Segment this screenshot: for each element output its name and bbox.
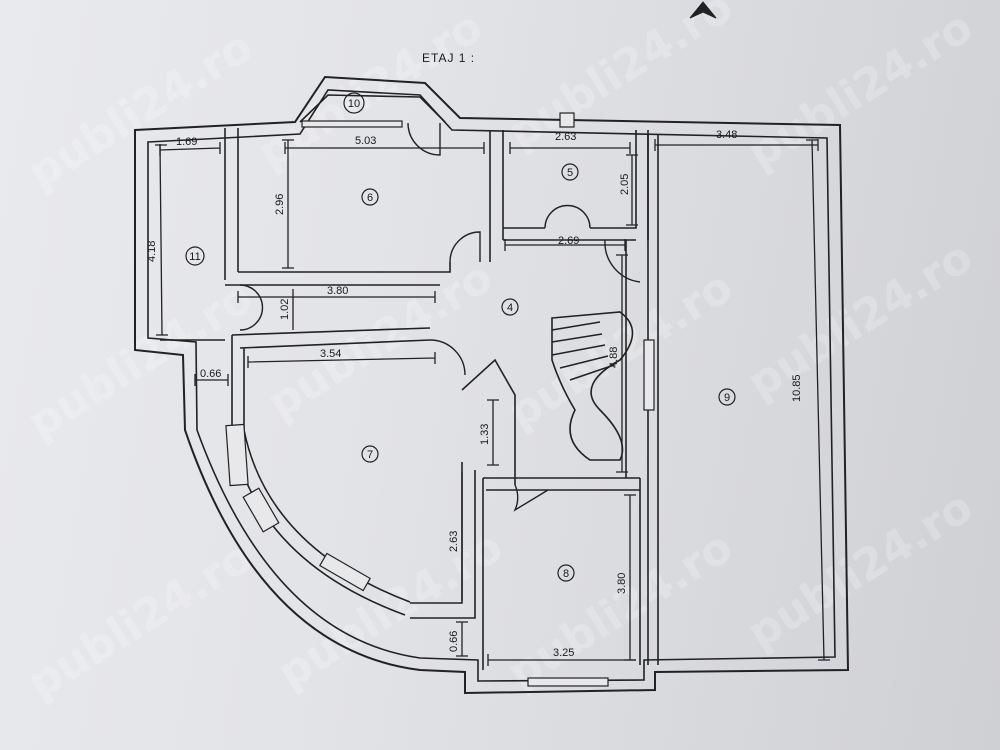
dimension-lines [155, 139, 830, 666]
room-number: 5 [567, 167, 573, 179]
bay-window [299, 94, 446, 128]
watermark-text: publi24.ro [499, 521, 742, 699]
dimension-label: 10.85 [791, 374, 803, 402]
room-number: 7 [367, 449, 373, 461]
dimension-label: 2.63 [555, 131, 576, 143]
dimension-label: 5.03 [355, 135, 376, 147]
room-marker [361, 188, 379, 206]
dimension-label: 4.88 [608, 347, 620, 368]
dimension-label: 2.05 [619, 174, 631, 195]
room-number: 6 [367, 192, 373, 204]
dimension-label: 1.69 [176, 136, 197, 148]
room-number: 8 [563, 568, 569, 580]
dimension-label: 2.63 [448, 531, 460, 552]
exterior-walls [134, 75, 850, 695]
north-arrow-icon [689, 1, 717, 19]
room-number: 11 [189, 251, 200, 263]
watermark-text: publi24.ro [739, 231, 982, 409]
dimension-label: 2.96 [274, 194, 286, 215]
dimension-label: 2.69 [558, 235, 579, 247]
dimension-label: 3.48 [716, 129, 737, 141]
dimension-label: 3.54 [320, 348, 341, 360]
plan-title: ETAJ 1 : [422, 51, 475, 65]
room-labels: 4 5 6 7 8 9 10 11 [185, 92, 736, 582]
room-marker [718, 388, 736, 406]
dimension-label: 0.66 [448, 631, 460, 652]
dimension-label: 3.25 [553, 647, 574, 659]
dimension-labels: 1.69 5.03 2.63 3.48 2.96 2.05 4.18 2.69 … [146, 129, 803, 659]
watermark-text: publi24.ro [19, 531, 262, 709]
watermark-text: publi24.ro [19, 271, 262, 449]
watermark-text: publi24.ro [259, 251, 502, 429]
room-number: 4 [507, 302, 513, 314]
dimension-label: 4.18 [146, 241, 158, 262]
watermark-text: publi24.ro [739, 481, 982, 659]
dimension-label: 1.02 [279, 299, 291, 320]
dimension-label: 3.80 [616, 573, 628, 594]
room-number: 9 [724, 392, 730, 404]
dimension-label: 0.66 [200, 368, 221, 380]
watermark: publi24.ro publi24.ro publi24.ro publi24… [19, 0, 982, 709]
room-marker [185, 246, 205, 266]
room-marker [343, 92, 365, 114]
doors [239, 122, 641, 512]
staircase [551, 311, 634, 461]
watermark-text: publi24.ro [739, 1, 982, 179]
dimension-label: 1.33 [479, 424, 491, 445]
room-marker [561, 163, 579, 181]
dimension-label: 3.80 [327, 285, 348, 297]
room-number: 10 [348, 98, 360, 110]
interior-walls [160, 112, 659, 687]
watermark-text: publi24.ro [499, 261, 742, 439]
room-marker [361, 445, 379, 463]
room-marker [501, 298, 519, 316]
room-marker [557, 564, 575, 582]
